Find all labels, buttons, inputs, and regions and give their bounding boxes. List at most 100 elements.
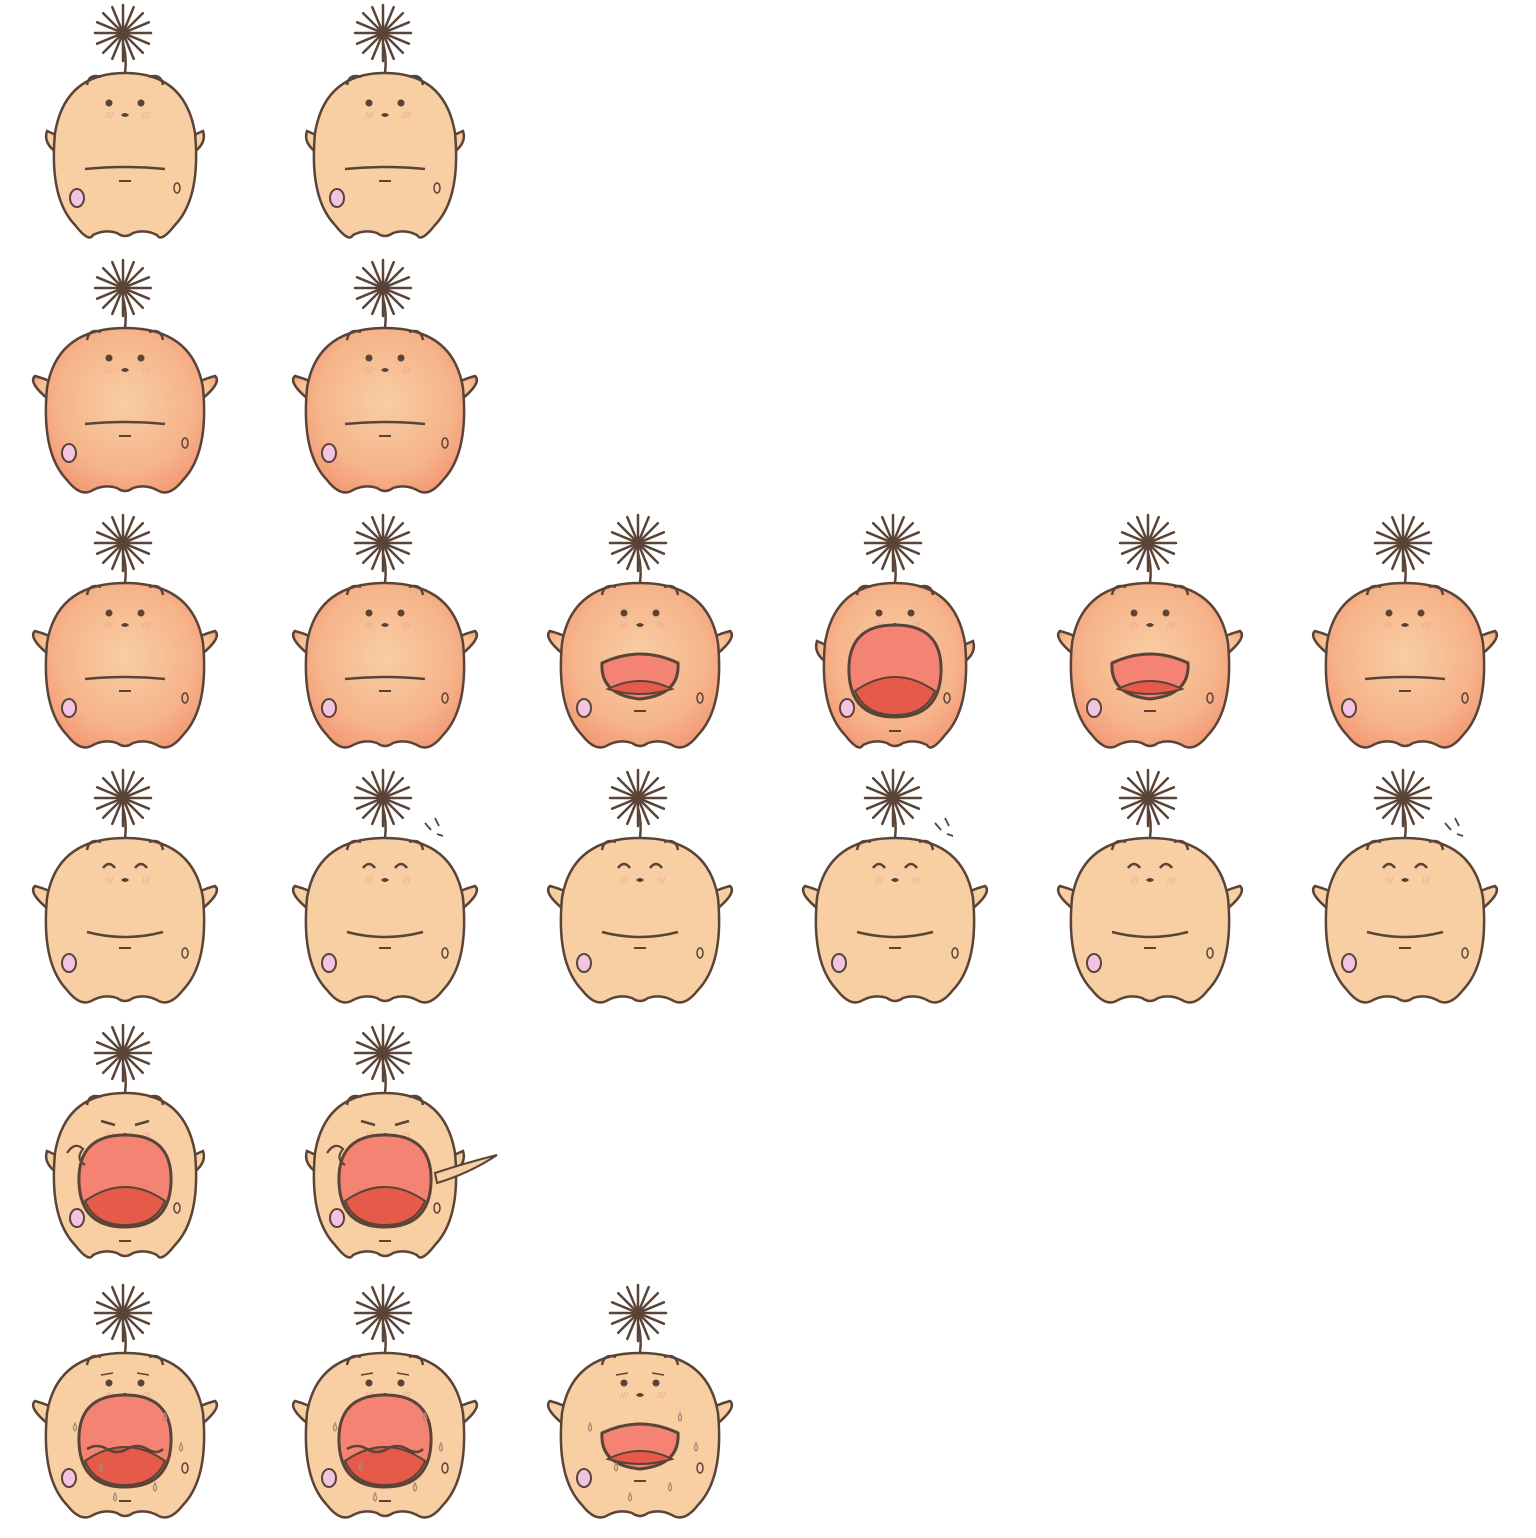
blush-left: ///: [105, 876, 113, 885]
eye-left: [1127, 862, 1141, 869]
sweat-drops-icon: [72, 1411, 184, 1502]
creature-happy: //////: [546, 768, 734, 1004]
left-ear: [85, 1094, 102, 1105]
right-ear: [1428, 584, 1445, 595]
right-ear: [148, 74, 165, 85]
nose: [891, 877, 899, 882]
swirl-mark: [66, 1144, 86, 1166]
body: [44, 581, 206, 749]
belly-spot-right: [433, 181, 441, 194]
eye-left: [620, 609, 628, 616]
blush-left: ///: [1385, 876, 1393, 885]
eye-left: [620, 1379, 628, 1386]
tongue: [853, 675, 937, 716]
eye-left: [105, 354, 113, 361]
creature-mouth-open-wide: //////: [814, 513, 976, 749]
nose: [381, 877, 389, 882]
antenna-burst-icon: [1118, 768, 1178, 827]
creature-neutral: //////: [304, 3, 466, 239]
sprite-shout-6: //////: [1311, 513, 1499, 749]
belly-spot-left: [831, 952, 847, 973]
blush-right: ///: [142, 111, 150, 120]
right-ear: [663, 1354, 680, 1365]
mouth: [84, 165, 166, 170]
antenna-burst-icon: [93, 258, 153, 317]
sprite-idle-1: /// ///: [44, 3, 206, 239]
antenna-burst-icon: [1373, 513, 1433, 572]
blush-right: ///: [142, 621, 150, 630]
blush-right: ///: [1167, 621, 1175, 630]
antenna-burst-icon: [93, 1023, 153, 1082]
creature-happy: //////: [1056, 768, 1244, 1004]
right-ear: [918, 839, 935, 850]
blush-right: ///: [142, 1391, 150, 1400]
sprite-shout-4: //////: [814, 513, 976, 749]
body: [304, 836, 466, 1004]
nose: [1146, 622, 1154, 627]
blush-left: ///: [875, 876, 883, 885]
belly-spot-left: [839, 697, 855, 718]
blush-left: ///: [365, 366, 373, 375]
antenna-burst-icon: [863, 513, 923, 572]
brow-left: [100, 1371, 114, 1376]
right-ear: [663, 839, 680, 850]
mouth: [856, 930, 934, 938]
eye-right: [134, 1119, 150, 1126]
antenna-burst-icon: [353, 3, 413, 62]
mouth: [344, 165, 426, 170]
antenna-burst-icon: [353, 1283, 413, 1342]
belly-spot-left: [61, 1467, 77, 1488]
belly-spot-right: [181, 946, 189, 959]
mouth: [84, 420, 166, 425]
antenna-burst-icon: [1373, 768, 1433, 827]
belly-spot-left: [61, 952, 77, 973]
antenna-burst-icon: [1118, 513, 1178, 572]
left-ear: [600, 584, 617, 595]
belly-spot-right: [696, 946, 704, 959]
left-ear: [85, 74, 102, 85]
sprite-idle-2: //////: [304, 3, 466, 239]
eye-left: [105, 99, 113, 106]
eye-left: [360, 1119, 376, 1126]
body: [1069, 836, 1231, 1004]
right-ear: [408, 329, 425, 340]
sprite-scared-3: //////: [546, 1283, 734, 1519]
nose: [1401, 622, 1409, 627]
right-ear: [148, 839, 165, 850]
eye-right: [907, 609, 915, 616]
left-ear: [1110, 839, 1127, 850]
eye-right: [904, 862, 918, 869]
nose: [121, 367, 129, 372]
tongue: [83, 1185, 167, 1226]
right-ear: [408, 584, 425, 595]
nose: [121, 622, 129, 627]
belly-spot-left: [69, 1207, 85, 1228]
body: [559, 836, 721, 1004]
eye-left: [872, 862, 886, 869]
eye-right: [1162, 609, 1170, 616]
mouth: [346, 930, 424, 938]
sweat-drops-icon: [332, 1411, 444, 1502]
sprite-shout-5: //////: [1056, 513, 1244, 749]
belly-spot-right: [696, 691, 704, 704]
belly-spot-left: [576, 952, 592, 973]
sprite-attack-2: //////: [304, 1023, 498, 1259]
blush-left: ///: [105, 111, 113, 120]
left-ear: [345, 584, 362, 595]
belly-spot-right: [951, 946, 959, 959]
belly-spot-right: [173, 181, 181, 194]
blush-right: ///: [1167, 876, 1175, 885]
nose: [381, 112, 389, 117]
belly-spot-right: [433, 1201, 441, 1214]
creature-mouth-open: //////: [546, 513, 734, 749]
sprite-happy-2: //////: [291, 768, 479, 1004]
right-ear: [663, 584, 680, 595]
eye-right: [397, 609, 405, 616]
belly-spot-right: [1206, 691, 1214, 704]
eye-right: [137, 1379, 145, 1386]
eye-right: [652, 609, 660, 616]
creature-neutral: /// ///: [44, 3, 206, 239]
eye-right: [137, 609, 145, 616]
mouth: [601, 930, 679, 938]
